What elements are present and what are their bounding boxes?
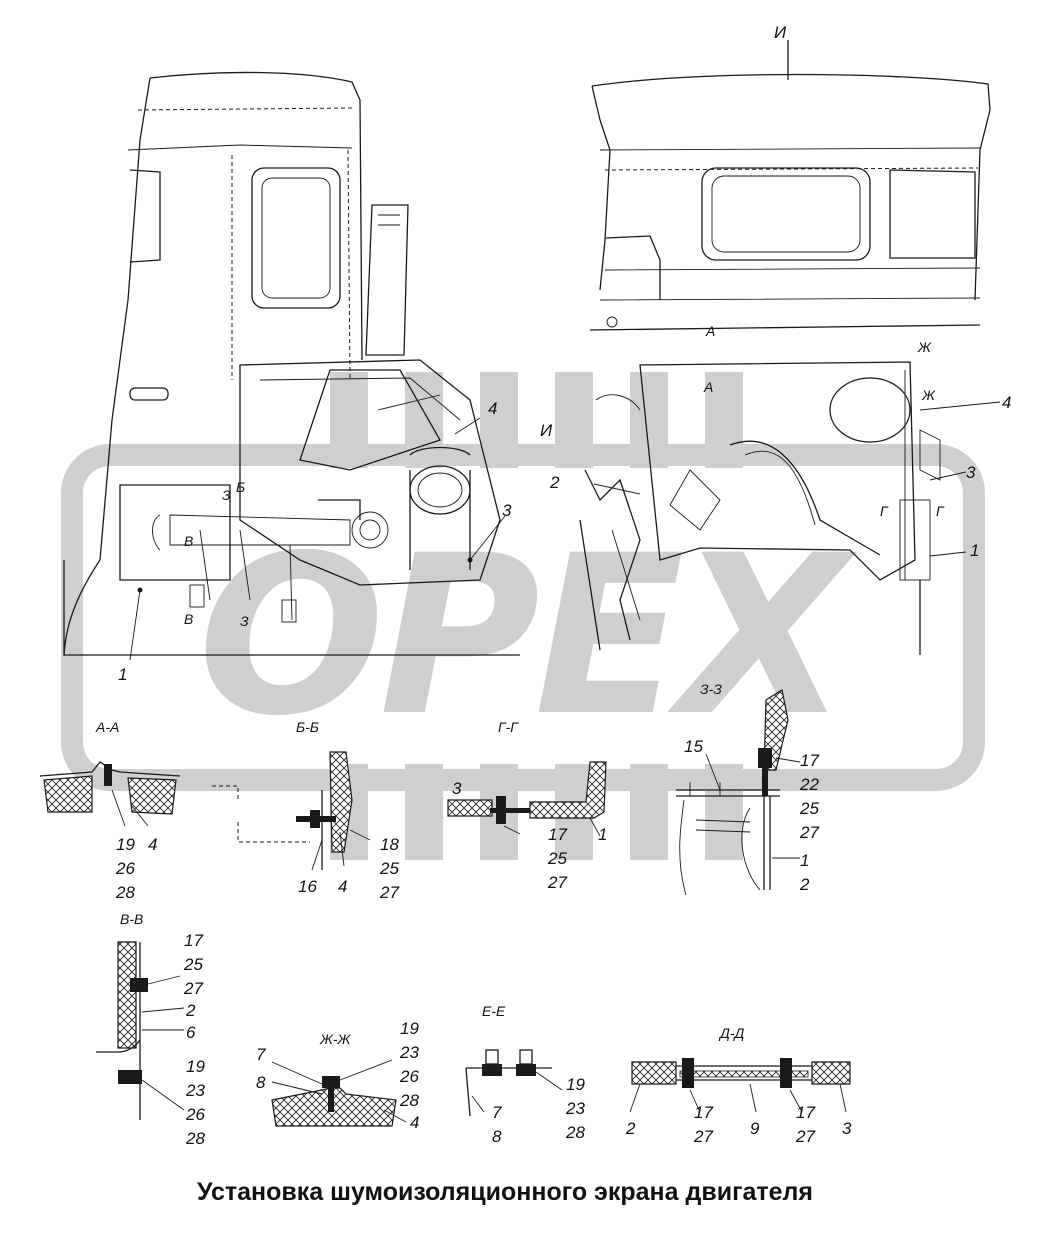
bb-callout-4: 4 (338, 877, 347, 896)
section-mark-g-left: Г (880, 503, 889, 519)
section-mark-z: З (222, 487, 231, 503)
aa-callout-19: 19 (116, 835, 135, 854)
zhzh-callout-19: 19 (400, 1019, 419, 1038)
bb-callout-16: 16 (298, 877, 317, 896)
dd-callout-27-b: 27 (795, 1127, 815, 1146)
section-mark-zh-side: Ж (921, 387, 936, 403)
right-view-callouts: И 4 2 3 1 А А Ж Ж Г Г (549, 23, 1011, 560)
left-view-callouts: 4 И 3 1 Б З В В З (118, 399, 553, 684)
vv-callout-23: 23 (185, 1081, 205, 1100)
watermark-logo: OPEX (61, 372, 985, 860)
callout-i-top: И (774, 23, 787, 42)
callout-3-left: 3 (502, 501, 512, 520)
vv-callout-19: 19 (186, 1057, 205, 1076)
section-gg-title: Г-Г (498, 719, 519, 735)
zhzh-callout-7: 7 (256, 1045, 266, 1064)
section-vv-title: В-В (120, 911, 143, 927)
gg-callout-25: 25 (547, 849, 567, 868)
section-dd: Д-Д 2 17 27 9 17 27 3 (625, 1025, 852, 1146)
section-dd-title: Д-Д (718, 1025, 745, 1041)
bb-callout-18: 18 (380, 835, 399, 854)
section-zz-title: З-З (700, 681, 722, 697)
zhzh-callout-8: 8 (256, 1073, 266, 1092)
zz-callout-25: 25 (799, 799, 819, 818)
dd-callout-17-a: 17 (694, 1103, 713, 1122)
section-bb-title: Б-Б (296, 719, 319, 735)
vv-callout-26: 26 (185, 1105, 205, 1124)
gg-callout-3: 3 (452, 779, 462, 798)
zz-callout-1: 1 (800, 851, 809, 870)
zhzh-callout-23: 23 (399, 1043, 419, 1062)
section-mark-b: Б (236, 479, 245, 495)
dd-callout-9: 9 (750, 1119, 760, 1138)
dd-callout-2: 2 (625, 1119, 636, 1138)
ee-callout-23: 23 (565, 1099, 585, 1118)
callout-i-left: И (540, 421, 553, 440)
ee-callout-19: 19 (566, 1075, 585, 1094)
callout-4-left: 4 (488, 399, 497, 418)
vv-callout-2: 2 (185, 1001, 196, 1020)
callout-4-right: 4 (1002, 393, 1011, 412)
zz-callout-15: 15 (684, 737, 703, 756)
ee-callout-8: 8 (492, 1127, 502, 1146)
dd-callout-27-a: 27 (693, 1127, 713, 1146)
left-cab-view (63, 71, 520, 661)
zz-callout-27: 27 (799, 823, 819, 842)
vv-callout-27: 27 (183, 979, 203, 998)
section-vv: В-В 17 25 27 2 6 19 23 26 28 (96, 911, 205, 1148)
gg-callout-17: 17 (548, 825, 567, 844)
section-mark-zh-top: Ж (917, 339, 932, 355)
section-ee-title: Е-Е (482, 1003, 506, 1019)
section-mark-g-right: Г (936, 503, 945, 519)
dd-callout-17-b: 17 (796, 1103, 815, 1122)
section-mark-v-top: В (184, 533, 193, 549)
section-mark-z-bottom: З (240, 613, 249, 629)
section-bb: Б-Б 16 4 18 25 27 (212, 719, 399, 902)
gg-callout-27: 27 (547, 873, 567, 892)
vv-callout-25: 25 (183, 955, 203, 974)
section-zz: З-З 15 17 22 25 27 1 2 (676, 681, 819, 896)
right-cab-view (579, 40, 1001, 655)
zhzh-callout-4: 4 (410, 1113, 419, 1132)
callout-1-right: 1 (970, 541, 979, 560)
vv-callout-28: 28 (185, 1129, 205, 1148)
callout-1-left: 1 (118, 665, 127, 684)
vv-callout-17: 17 (184, 931, 203, 950)
zz-callout-22: 22 (799, 775, 819, 794)
watermark-text: OPEX (198, 508, 858, 764)
section-zhzh-title: Ж-Ж (319, 1031, 352, 1047)
zz-callout-2: 2 (799, 875, 810, 894)
ee-callout-28: 28 (565, 1123, 585, 1142)
bb-callout-27: 27 (379, 883, 399, 902)
callout-3-right: 3 (966, 463, 976, 482)
zz-callout-17: 17 (800, 751, 819, 770)
zhzh-callout-28: 28 (399, 1091, 419, 1110)
section-aa: А-А 19 26 28 4 (39, 719, 181, 902)
vv-callout-6: 6 (186, 1023, 196, 1042)
section-mark-a-bottom: А (703, 379, 713, 395)
section-zhzh: Ж-Ж 7 8 19 23 26 28 4 (256, 1019, 419, 1132)
gg-callout-1: 1 (598, 825, 607, 844)
aa-callout-4: 4 (148, 835, 157, 854)
zhzh-callout-26: 26 (399, 1067, 419, 1086)
section-mark-a-top: А (705, 323, 715, 339)
ee-callout-7: 7 (492, 1103, 502, 1122)
aa-callout-28: 28 (115, 883, 135, 902)
aa-callout-26: 26 (115, 859, 135, 878)
section-mark-v-bottom: В (184, 611, 193, 627)
section-aa-title: А-А (95, 719, 119, 735)
callout-2-right: 2 (549, 473, 560, 492)
dd-callout-3: 3 (842, 1119, 852, 1138)
bb-callout-25: 25 (379, 859, 399, 878)
section-gg: Г-Г 3 17 25 27 1 (447, 719, 607, 892)
drawing-title: Установка шумоизоляционного экрана двига… (197, 1178, 813, 1206)
section-ee: Е-Е 7 8 19 23 28 (465, 1003, 585, 1146)
